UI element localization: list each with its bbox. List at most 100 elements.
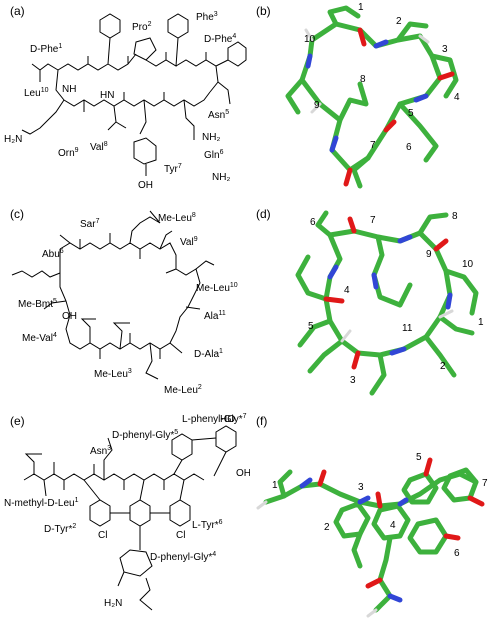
svg-text:Me-Leu3: Me-Leu3 <box>94 368 132 380</box>
atom-ho-e: HO <box>220 414 235 425</box>
svg-text:N-methyl-D-Leu1: N-methyl-D-Leu1 <box>4 497 79 509</box>
label-gln6: Gln <box>204 150 220 161</box>
label-val8: Val <box>90 142 104 153</box>
panel-f: (f) 1 2 3 4 5 6 <box>250 410 500 625</box>
residue-number-b-4: 4 <box>454 92 460 103</box>
svg-text:Val9: Val9 <box>180 236 198 248</box>
panel-e: (e) <box>0 410 251 625</box>
residue-number-d-2: 2 <box>440 361 446 372</box>
residue-number-f-3: 3 <box>358 482 364 493</box>
residue-number-d-8: 8 <box>452 211 458 222</box>
panel-a: (a) <box>0 0 250 205</box>
label-dphe4: D-Phe <box>204 34 233 45</box>
residue-number-f-1: 1 <box>272 480 278 491</box>
residue-number-f-2: 2 <box>324 522 330 533</box>
svg-text:Orn9: Orn9 <box>58 147 79 159</box>
svg-text:D-phenyl-Gly*4: D-phenyl-Gly*4 <box>150 551 216 563</box>
svg-text:L-Tyr*6: L-Tyr*6 <box>192 519 223 531</box>
svg-text:Me-Leu10: Me-Leu10 <box>196 282 238 294</box>
residue-number-b-3: 3 <box>442 44 448 55</box>
label-dphe1: D-Phe <box>30 44 59 55</box>
panel-b-3d-model: 1 2 3 4 5 6 7 8 9 10 <box>285 2 460 189</box>
svg-text:Tyr7: Tyr7 <box>164 163 182 175</box>
svg-text:Phe3: Phe3 <box>196 11 218 23</box>
svg-text:Me-Leu8: Me-Leu8 <box>158 212 196 224</box>
svg-text:D-Tyr*2: D-Tyr*2 <box>44 523 76 535</box>
label-ltyr6: L-Tyr* <box>192 520 219 531</box>
residue-number-b-5: 5 <box>408 108 414 119</box>
svg-text:Leu10: Leu10 <box>24 87 49 99</box>
svg-text:D-Phe4: D-Phe4 <box>204 33 236 45</box>
label-ala11: Ala <box>204 311 219 322</box>
panel-b: (b) 1 2 3 4 5 6 7 8 <box>250 0 500 205</box>
atom-oh-e: OH <box>236 468 250 479</box>
atom-nh2-a1: NH₂ <box>202 132 220 143</box>
panel-c: (c) Sar7 Me-Leu8 Val9 Abu6 Me-Leu1 <box>0 205 250 410</box>
residue-number-b-2: 2 <box>396 16 402 27</box>
residue-number-b-6: 6 <box>406 142 412 153</box>
label-sar7: Sar <box>80 219 96 230</box>
atom-oh-c: OH <box>62 311 77 322</box>
residue-number-b-7: 7 <box>370 140 376 151</box>
label-dphgly4: D-phenyl-Gly* <box>150 552 212 563</box>
residue-number-f-5: 5 <box>416 452 422 463</box>
residue-number-d-7: 7 <box>370 215 376 226</box>
panel-e-structure: L-phenyl-Gly*7 D-phenyl-Gly*5 Asn3 N-met… <box>4 413 251 611</box>
residue-number-f-7: 7 <box>482 478 488 489</box>
label-asn3: Asn <box>90 446 107 457</box>
svg-text:Sar7: Sar7 <box>80 218 100 230</box>
residue-number-f-4: 4 <box>390 520 396 531</box>
label-dtyr2: D-Tyr* <box>44 524 72 535</box>
atom-nh2-a2: NH₂ <box>212 172 230 183</box>
label-tyr7: Tyr <box>164 164 179 175</box>
residue-number-f-6: 6 <box>454 548 460 559</box>
residue-number-b-10: 10 <box>304 34 316 45</box>
panel-a-structure: D-Phe1 Pro2 Phe3 D-Phe4 Asn5 Gln6 Tyr7 V… <box>4 11 247 191</box>
panel-d-label: (d) <box>256 207 271 221</box>
residue-number-d-1: 1 <box>478 317 484 328</box>
label-phe3: Phe <box>196 12 214 23</box>
panel-a-label: (a) <box>10 4 25 18</box>
svg-text:Me-Val4: Me-Val4 <box>22 332 57 344</box>
atom-nh-a: NH <box>62 84 76 95</box>
panel-f-label: (f) <box>256 414 268 428</box>
residue-number-b-1: 1 <box>358 2 364 13</box>
residue-number-d-6: 6 <box>310 217 316 228</box>
residue-number-b-8: 8 <box>360 74 366 85</box>
residue-number-d-3: 3 <box>350 375 356 386</box>
panel-c-structure: Sar7 Me-Leu8 Val9 Abu6 Me-Leu10 Ala11 Me… <box>11 210 238 396</box>
residue-number-b-9: 9 <box>314 100 320 111</box>
svg-text:D-Ala1: D-Ala1 <box>194 348 223 360</box>
label-meval4: Me-Val <box>22 333 53 344</box>
label-orn9: Orn <box>58 148 75 159</box>
panel-c-label: (c) <box>10 207 24 221</box>
svg-text:Abu6: Abu6 <box>42 248 64 260</box>
atom-h2n-a: H₂N <box>4 134 22 145</box>
residue-number-d-9: 9 <box>426 249 432 260</box>
label-asn5: Asn <box>208 110 225 121</box>
label-mebmt5: Me-Bmt <box>18 299 53 310</box>
panel-e-label: (e) <box>10 414 25 428</box>
atom-cl-e2: Cl <box>176 530 185 541</box>
label-lphgly7: L-phenyl-Gly* <box>182 414 243 425</box>
label-meleu3: Me-Leu <box>94 369 128 380</box>
label-abu6: Abu <box>42 249 60 260</box>
svg-text:D-phenyl-Gly*5: D-phenyl-Gly*5 <box>112 429 178 441</box>
atom-cl-e1: Cl <box>98 530 107 541</box>
svg-text:Me-Leu2: Me-Leu2 <box>164 384 202 396</box>
label-leu10: Leu <box>24 88 41 99</box>
label-meleu8: Me-Leu <box>158 213 192 224</box>
svg-text:Asn5: Asn5 <box>208 109 229 121</box>
svg-text:Ala11: Ala11 <box>204 310 226 322</box>
label-dala1: D-Ala <box>194 349 219 360</box>
atom-oh-a: OH <box>138 180 153 191</box>
label-meleu10: Me-Leu <box>196 283 230 294</box>
svg-text:Asn3: Asn3 <box>90 445 111 457</box>
svg-text:D-Phe1: D-Phe1 <box>30 43 62 55</box>
residue-number-d-11: 11 <box>402 323 413 334</box>
svg-text:Me-Bmt5: Me-Bmt5 <box>18 298 57 310</box>
residue-number-d-5: 5 <box>308 321 314 332</box>
label-pro2: Pro <box>132 22 148 33</box>
panel-d: (d) 1 2 3 4 5 <box>250 205 500 410</box>
panel-d-3d-model: 1 2 3 4 5 6 7 8 9 10 11 <box>295 210 484 396</box>
